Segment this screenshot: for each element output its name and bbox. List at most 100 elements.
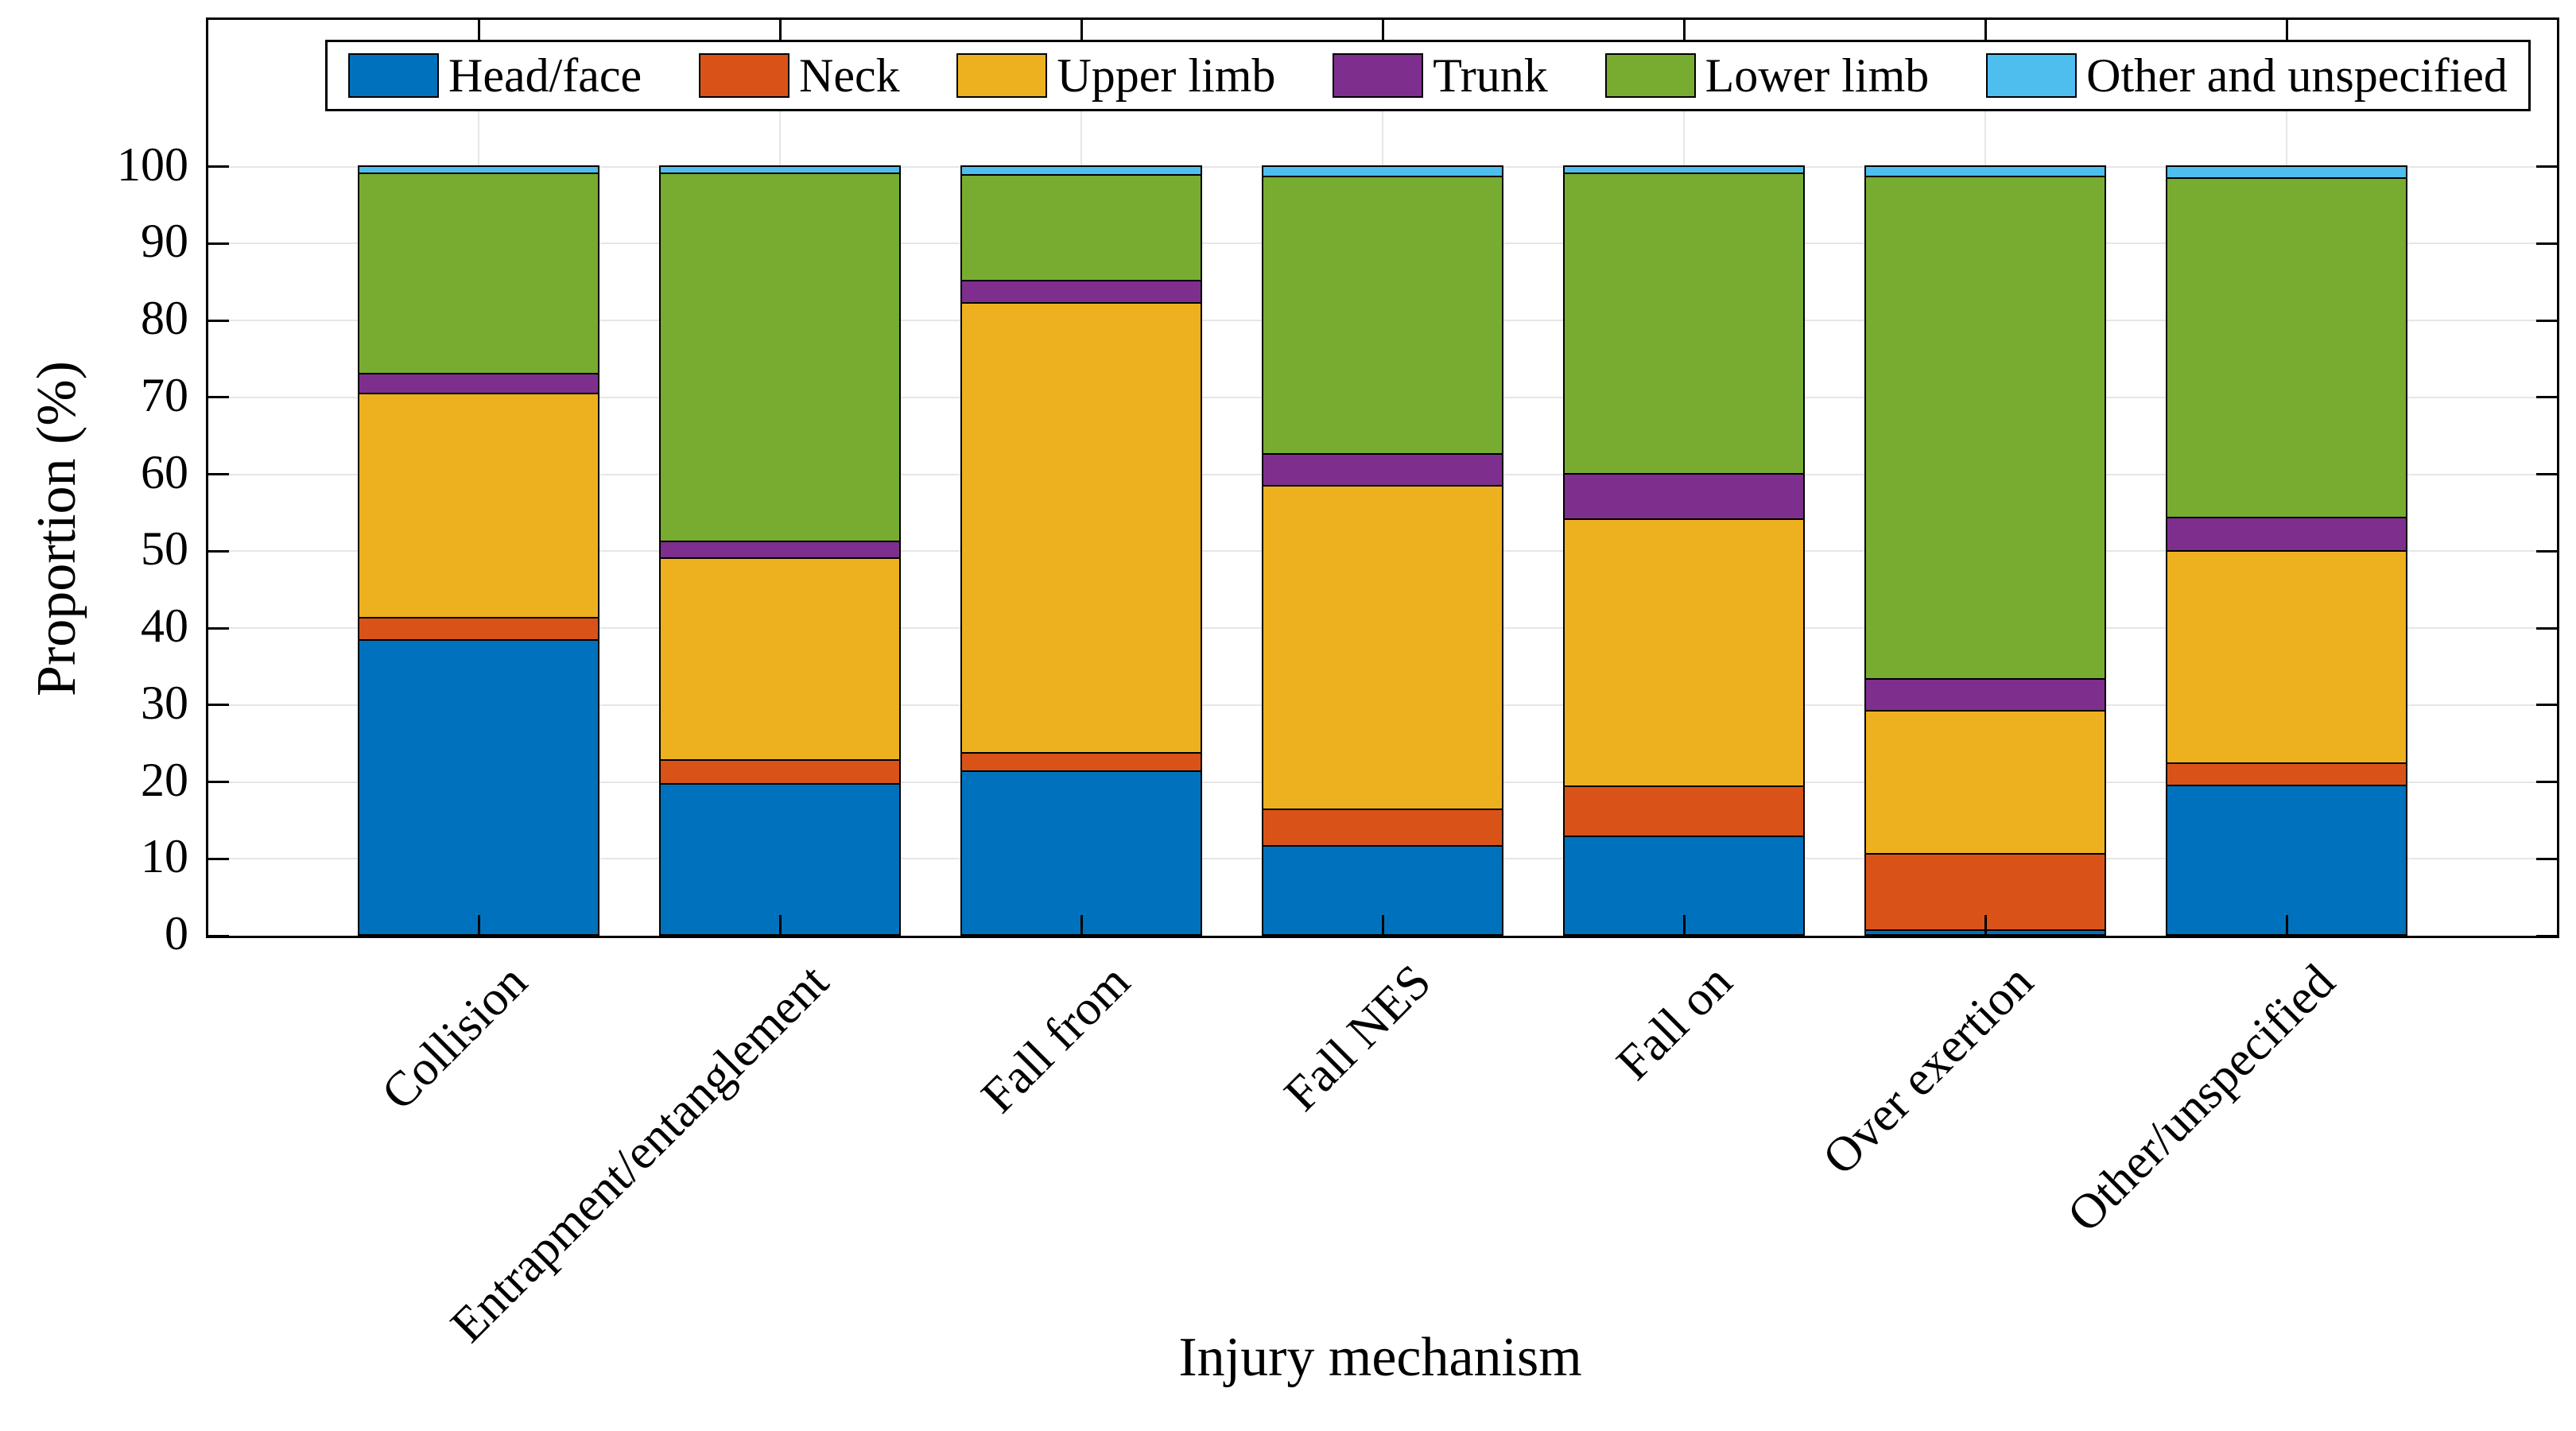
bar-segment bbox=[960, 279, 1202, 304]
legend-swatch bbox=[1986, 53, 2077, 98]
y-tick-mark-right bbox=[2536, 857, 2557, 860]
x-tick-mark bbox=[477, 915, 480, 936]
bar-segment bbox=[1262, 453, 1503, 487]
y-tick-label: 10 bbox=[141, 830, 188, 883]
bar-segment bbox=[2166, 762, 2407, 787]
bar-segment bbox=[2166, 550, 2407, 765]
legend-item: Trunk bbox=[1333, 52, 1548, 99]
legend-item: Lower limb bbox=[1604, 49, 1930, 102]
legend-item: Neck bbox=[699, 52, 900, 99]
x-tick-label-text: Collision bbox=[370, 954, 537, 1121]
x-tick-label-text: Fall from bbox=[971, 954, 1140, 1124]
legend-label: Upper limb bbox=[1057, 49, 1276, 102]
x-tick-label-text: Over exertion bbox=[1813, 954, 2044, 1185]
y-tick-mark bbox=[208, 857, 229, 860]
bar-segment bbox=[2166, 177, 2407, 518]
legend-swatch bbox=[699, 53, 789, 98]
y-tick-mark bbox=[208, 396, 229, 399]
bar-segment bbox=[659, 173, 901, 542]
x-tick-label-text: Fall NES bbox=[1274, 954, 1441, 1122]
y-tick-mark-right bbox=[2536, 396, 2557, 399]
x-tick-mark-top bbox=[1984, 20, 1987, 41]
bar-segment bbox=[1864, 165, 2106, 178]
bar-segment bbox=[960, 165, 1202, 176]
x-tick-mark bbox=[1080, 915, 1083, 936]
stacked-bar bbox=[358, 165, 599, 936]
y-tick-label: 100 bbox=[117, 138, 188, 191]
bar-segment bbox=[2166, 785, 2407, 936]
bar-segment bbox=[358, 372, 599, 394]
bar-segment bbox=[1262, 176, 1503, 456]
x-tick-mark bbox=[1381, 915, 1384, 936]
x-tick-label-text: Other/unspecified bbox=[2057, 954, 2345, 1243]
x-tick-mark-top bbox=[778, 20, 782, 41]
legend-item: Head/face bbox=[348, 52, 642, 99]
bar-segment bbox=[358, 617, 599, 642]
x-tick-mark bbox=[1682, 915, 1686, 936]
x-tick-mark-top bbox=[1080, 20, 1083, 41]
x-tick-mark-top bbox=[1381, 20, 1384, 41]
legend: Head/face Neck Upper limb Trunk Lower limb Ot… bbox=[325, 40, 2531, 111]
bar-segment bbox=[358, 165, 599, 175]
y-tick-label: 80 bbox=[141, 292, 188, 344]
bar-segment bbox=[1864, 677, 2106, 712]
legend-swatch bbox=[1333, 53, 1424, 98]
y-tick-mark-right bbox=[2536, 549, 2557, 553]
y-tick-mark bbox=[208, 549, 229, 553]
bar-segment bbox=[960, 301, 1202, 754]
bar-segment bbox=[1563, 165, 1805, 175]
y-tick-label: 90 bbox=[141, 215, 188, 268]
bar-segment bbox=[1563, 518, 1805, 788]
bar-segment bbox=[659, 783, 901, 936]
bar-segment bbox=[960, 751, 1202, 772]
bar-segment bbox=[1262, 485, 1503, 811]
bar-segment bbox=[659, 165, 901, 175]
y-tick-label: 20 bbox=[141, 753, 188, 806]
y-tick-label: 70 bbox=[141, 368, 188, 421]
bar-segment bbox=[960, 770, 1202, 936]
bar-segment bbox=[659, 540, 901, 559]
stacked-bar bbox=[1563, 165, 1805, 936]
x-tick-mark-top bbox=[2285, 20, 2288, 41]
legend-item: Upper limb bbox=[956, 52, 1275, 99]
legend-label: Other and unspecified bbox=[2086, 49, 2508, 102]
y-tick-label: 50 bbox=[141, 522, 188, 576]
bar-segment bbox=[358, 173, 599, 374]
x-tick-mark-top bbox=[477, 20, 480, 41]
y-tick-label: 0 bbox=[165, 907, 188, 960]
y-tick-mark-right bbox=[2536, 626, 2557, 630]
plot-area: Head/face Neck Upper limb Trunk Lower limb Ot… bbox=[206, 17, 2559, 938]
y-tick-mark bbox=[208, 319, 229, 322]
y-tick-mark-right bbox=[2536, 934, 2557, 937]
y-tick-mark bbox=[208, 781, 229, 783]
stacked-bar bbox=[2166, 165, 2407, 936]
y-tick-mark-right bbox=[2536, 781, 2557, 783]
y-tick-mark-right bbox=[2536, 704, 2557, 707]
x-tick-label-text: Fall on bbox=[1606, 954, 1743, 1091]
x-tick-mark bbox=[778, 915, 782, 936]
y-tick-mark bbox=[208, 473, 229, 475]
y-tick-mark bbox=[208, 165, 229, 168]
legend-swatch bbox=[956, 53, 1048, 98]
y-tick-mark bbox=[208, 242, 229, 245]
bar-segment bbox=[1864, 709, 2106, 855]
y-tick-mark-right bbox=[2536, 165, 2557, 168]
stacked-bar bbox=[960, 165, 1202, 936]
legend-label: Lower limb bbox=[1705, 49, 1930, 102]
bar-segment bbox=[358, 392, 599, 619]
y-tick-mark bbox=[208, 934, 229, 937]
legend-swatch bbox=[348, 53, 439, 98]
bar-segment bbox=[358, 639, 599, 936]
legend-label: Trunk bbox=[1433, 49, 1548, 102]
bar-segment bbox=[1563, 472, 1805, 520]
stacked-bar bbox=[1262, 165, 1503, 936]
bar-segment bbox=[659, 759, 901, 785]
bar-segment bbox=[1262, 165, 1503, 178]
y-tick-mark-right bbox=[2536, 242, 2557, 245]
legend-label: Head/face bbox=[448, 49, 642, 102]
y-tick-mark bbox=[208, 704, 229, 707]
bar-segment bbox=[659, 556, 901, 762]
legend-label: Neck bbox=[799, 49, 900, 102]
bar-segment bbox=[960, 174, 1202, 281]
